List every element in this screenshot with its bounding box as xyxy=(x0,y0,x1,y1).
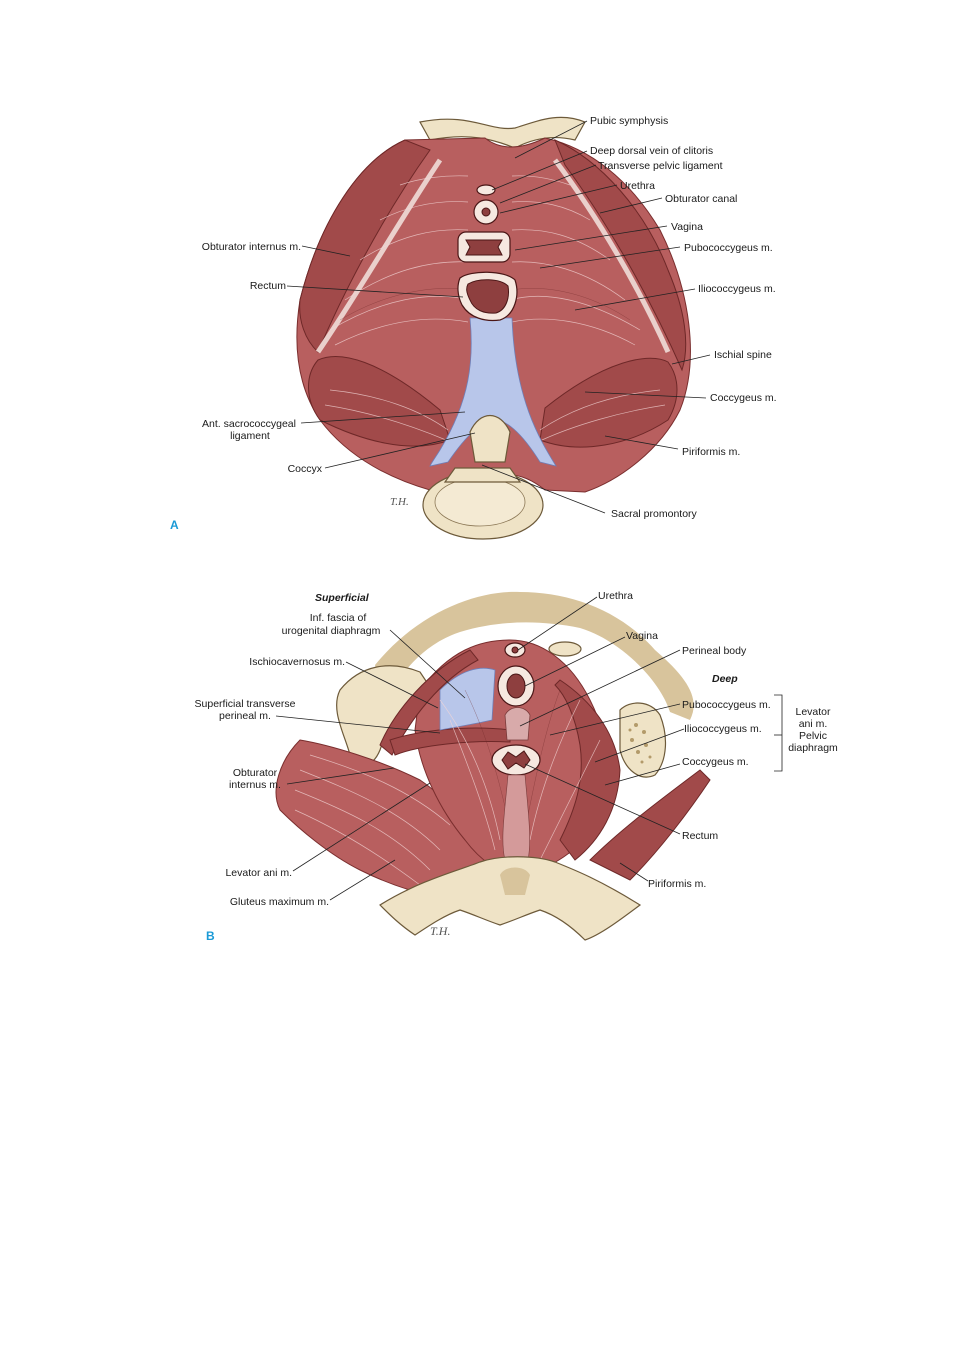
coccygeus-right xyxy=(539,357,678,448)
sacrum-inner xyxy=(434,477,526,527)
label-iliococcygeus-a: Iliococcygeus m. xyxy=(698,283,776,295)
pubic-arch-bone xyxy=(375,591,694,720)
arcus-tendineus-right xyxy=(552,158,671,354)
leader-lines-a xyxy=(286,120,711,514)
label-levator-1: Levator xyxy=(795,706,831,718)
label-sacral-promontory: Sacral promontory xyxy=(611,508,698,520)
labels-b: Superficial Urethra Inf. fascia of uroge… xyxy=(195,590,839,943)
label-sup-transverse-1: Superficial transverse xyxy=(195,698,296,710)
label-piriformis-a: Piriformis m. xyxy=(682,446,740,458)
coccyx-tip-b xyxy=(500,867,530,895)
label-rectum-a: Rectum xyxy=(250,280,286,292)
perineal-body-b xyxy=(504,707,531,741)
vagina-lumen-b xyxy=(506,673,526,699)
rectum-lumen-b xyxy=(501,750,531,770)
label-iliococcygeus-b: Iliococcygeus m. xyxy=(684,723,762,735)
label-rectum-b: Rectum xyxy=(682,830,718,842)
artist-signature-a: T.H. xyxy=(390,496,409,508)
ischiocavernosus-b xyxy=(379,649,479,756)
bone-spongy-dots xyxy=(628,723,652,764)
label-ischial-spine: Ischial spine xyxy=(714,349,772,361)
urethra-lumen-b xyxy=(511,646,519,654)
coccygeus-left xyxy=(308,356,451,447)
inferior-fascia-urogenital xyxy=(439,667,496,731)
arcus-tendineus-left xyxy=(315,158,443,354)
label-vagina-a: Vagina xyxy=(671,221,703,233)
label-transverse-pelvic-ligament: Transverse pelvic ligament xyxy=(598,160,723,172)
label-pubococcygeus-b: Pubococcygeus m. xyxy=(682,699,771,711)
label-coccygeus-a: Coccygeus m. xyxy=(710,392,777,404)
label-urethra-a: Urethra xyxy=(620,180,655,192)
leader-lines-b xyxy=(275,596,783,901)
label-inf-fascia-2: urogenital diaphragm xyxy=(282,625,381,637)
label-obturator-2: internus m. xyxy=(229,779,281,791)
obturator-internus-left xyxy=(299,139,431,353)
coccyx-bone xyxy=(469,415,511,463)
rectum-lumen-a xyxy=(466,279,509,314)
deep-dorsal-vein xyxy=(476,184,496,196)
anococcygeal-body-b xyxy=(502,774,530,861)
label-coccygeus-b: Coccygeus m. xyxy=(682,756,749,768)
label-gluteus: Gluteus maximum m. xyxy=(230,896,329,908)
label-superficial: Superficial xyxy=(315,592,370,604)
artist-signature-b: T.H. xyxy=(430,924,450,938)
pelvic-diaphragm-right-b xyxy=(554,679,621,861)
sacrum-bone-b xyxy=(379,856,642,941)
label-pubic-symphysis: Pubic symphysis xyxy=(590,115,668,127)
panel-b-illustration: T.H. xyxy=(275,591,711,941)
label-piriformis-b: Piriformis m. xyxy=(648,878,706,890)
label-levator-ani: Levator ani m. xyxy=(225,867,292,879)
panel-label-a: A xyxy=(170,518,179,532)
label-perineal-body: Perineal body xyxy=(682,645,747,657)
label-urethra-b: Urethra xyxy=(598,590,633,602)
label-ant-sacrococcygeal-1: Ant. sacrococcygeal xyxy=(202,418,296,430)
vagina-lumen-a xyxy=(465,239,503,256)
label-pubococcygeus-a: Pubococcygeus m. xyxy=(684,242,773,254)
label-coccyx: Coccyx xyxy=(288,463,323,475)
labels-a: Pubic symphysis Deep dorsal vein of clit… xyxy=(170,115,777,532)
sacrum-neck xyxy=(443,467,522,483)
piriformis-b xyxy=(589,769,711,881)
panel-a-illustration: T.H. xyxy=(296,116,691,540)
label-deep-dorsal-vein: Deep dorsal vein of clitoris xyxy=(590,145,713,157)
label-ischiocavernosus: Ischiocavernosus m. xyxy=(249,656,345,668)
urethra-lumen-a xyxy=(481,207,491,217)
label-levator-2: ani m. xyxy=(799,718,828,730)
label-obturator-1: Obturator xyxy=(233,767,278,779)
label-sup-transverse-2: perineal m. xyxy=(219,710,271,722)
panel-label-b: B xyxy=(206,929,215,943)
label-vagina-b: Vagina xyxy=(626,630,658,642)
label-ant-sacrococcygeal-2: ligament xyxy=(230,430,270,442)
label-obturator-internus-a: Obturator internus m. xyxy=(202,241,301,253)
label-obturator-canal: Obturator canal xyxy=(665,193,737,205)
label-levator-3: Pelvic xyxy=(799,730,827,742)
label-deep: Deep xyxy=(712,673,738,685)
obturator-internus-right xyxy=(554,139,687,372)
label-levator-4: diaphragm xyxy=(788,742,838,754)
label-inf-fascia-1: Inf. fascia of xyxy=(310,612,367,624)
ischial-tuberosity-right xyxy=(619,702,667,778)
pubic-bone-section xyxy=(548,641,582,657)
